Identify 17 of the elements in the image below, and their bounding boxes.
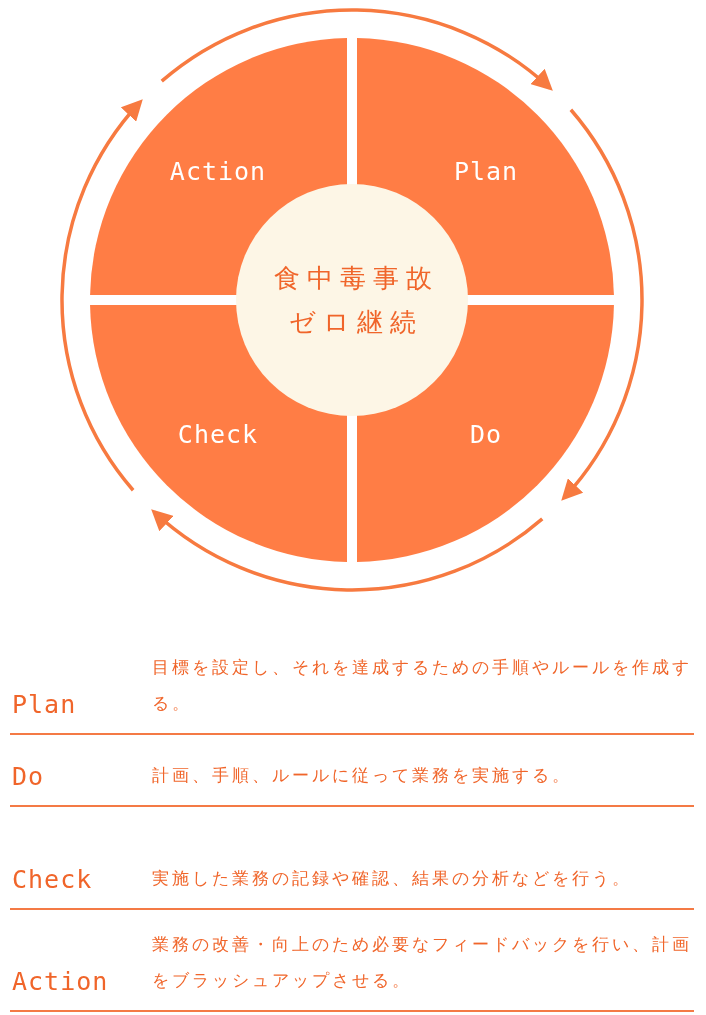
cycle-arrow	[160, 8, 553, 91]
row-description: 計画、手順、ルールに従って業務を実施する。	[152, 764, 573, 787]
row-description: 実施した業務の記録や確認、結果の分析などを行う。	[152, 867, 633, 890]
row-heading: Action	[12, 967, 109, 996]
cycle-arrow	[60, 99, 143, 492]
segment-label: Do	[469, 419, 503, 449]
center-text: 食中毒事故ゼロ継続	[272, 262, 440, 339]
cycle-arrow	[561, 108, 644, 501]
segment-label: Check	[177, 419, 259, 449]
segment-label: Plan	[453, 156, 519, 186]
row-heading: Plan	[12, 690, 77, 719]
row-heading: Check	[12, 865, 93, 894]
row-description: 業務の改善・向上のため必要なフィードバックを行い、計画をブラッシュアップさせる。	[152, 933, 692, 992]
cycle-arrow	[151, 509, 544, 592]
row-description: 目標を設定し、それを達成するための手順やルールを作成する。	[152, 656, 692, 715]
row-heading: Do	[12, 762, 45, 791]
segment-label: Action	[169, 156, 267, 186]
